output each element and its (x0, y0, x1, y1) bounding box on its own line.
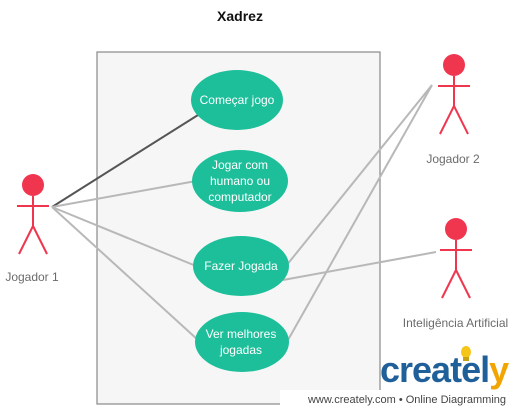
creately-logo: creately (380, 349, 509, 390)
association-lines (51, 84, 437, 341)
actor-left-leg (439, 105, 455, 135)
actor-left-leg (18, 225, 34, 255)
actor-figure-a2 (438, 54, 470, 135)
lightbulb-icon (461, 346, 471, 361)
use-case-label-fazer-jogada: Fazer Jogada (204, 259, 278, 273)
use-cases (191, 70, 289, 372)
actor-left-leg (441, 269, 457, 299)
use-case-uc4 (195, 312, 289, 372)
association-line-a1-uc2 (51, 180, 197, 208)
association-line-a1-uc1 (51, 114, 199, 208)
actor-right-leg (453, 105, 469, 135)
use-case-uc3 (193, 236, 289, 296)
actor-right-leg (455, 269, 471, 299)
association-line-a2-uc4 (287, 84, 433, 341)
actor-head (443, 54, 465, 76)
association-line-a1-uc4 (51, 206, 199, 341)
use-case-label-comecar-jogo: Começar jogo (199, 93, 275, 107)
association-line-a2-uc3 (285, 84, 433, 267)
actor-label-jogador-2: Jogador 2 (426, 152, 480, 166)
actor-figure-a3 (440, 218, 472, 299)
diagram-title: Xadrez (217, 8, 263, 24)
actor-label-jogador-1: Jogador 1 (5, 270, 59, 284)
actor-right-leg (32, 225, 48, 255)
actor-head (22, 174, 44, 196)
use-case-label-ver-melhores-jogadas: Ver melhores jogadas (205, 327, 277, 357)
use-case-uc2 (192, 150, 288, 212)
use-case-uc1 (191, 70, 283, 130)
association-line-a1-uc3 (51, 206, 197, 267)
actor-figure-a1 (17, 174, 49, 255)
actor-head (445, 218, 467, 240)
use-case-label-jogar-com-humano: Jogar com humano ou computador (208, 158, 272, 204)
footer-text: www.creately.com • Online Diagramming (280, 390, 510, 410)
actors (17, 54, 472, 299)
association-line-a3-uc3 (282, 251, 437, 281)
actor-label-inteligencia-artificial: Inteligência Artificial (402, 316, 509, 330)
